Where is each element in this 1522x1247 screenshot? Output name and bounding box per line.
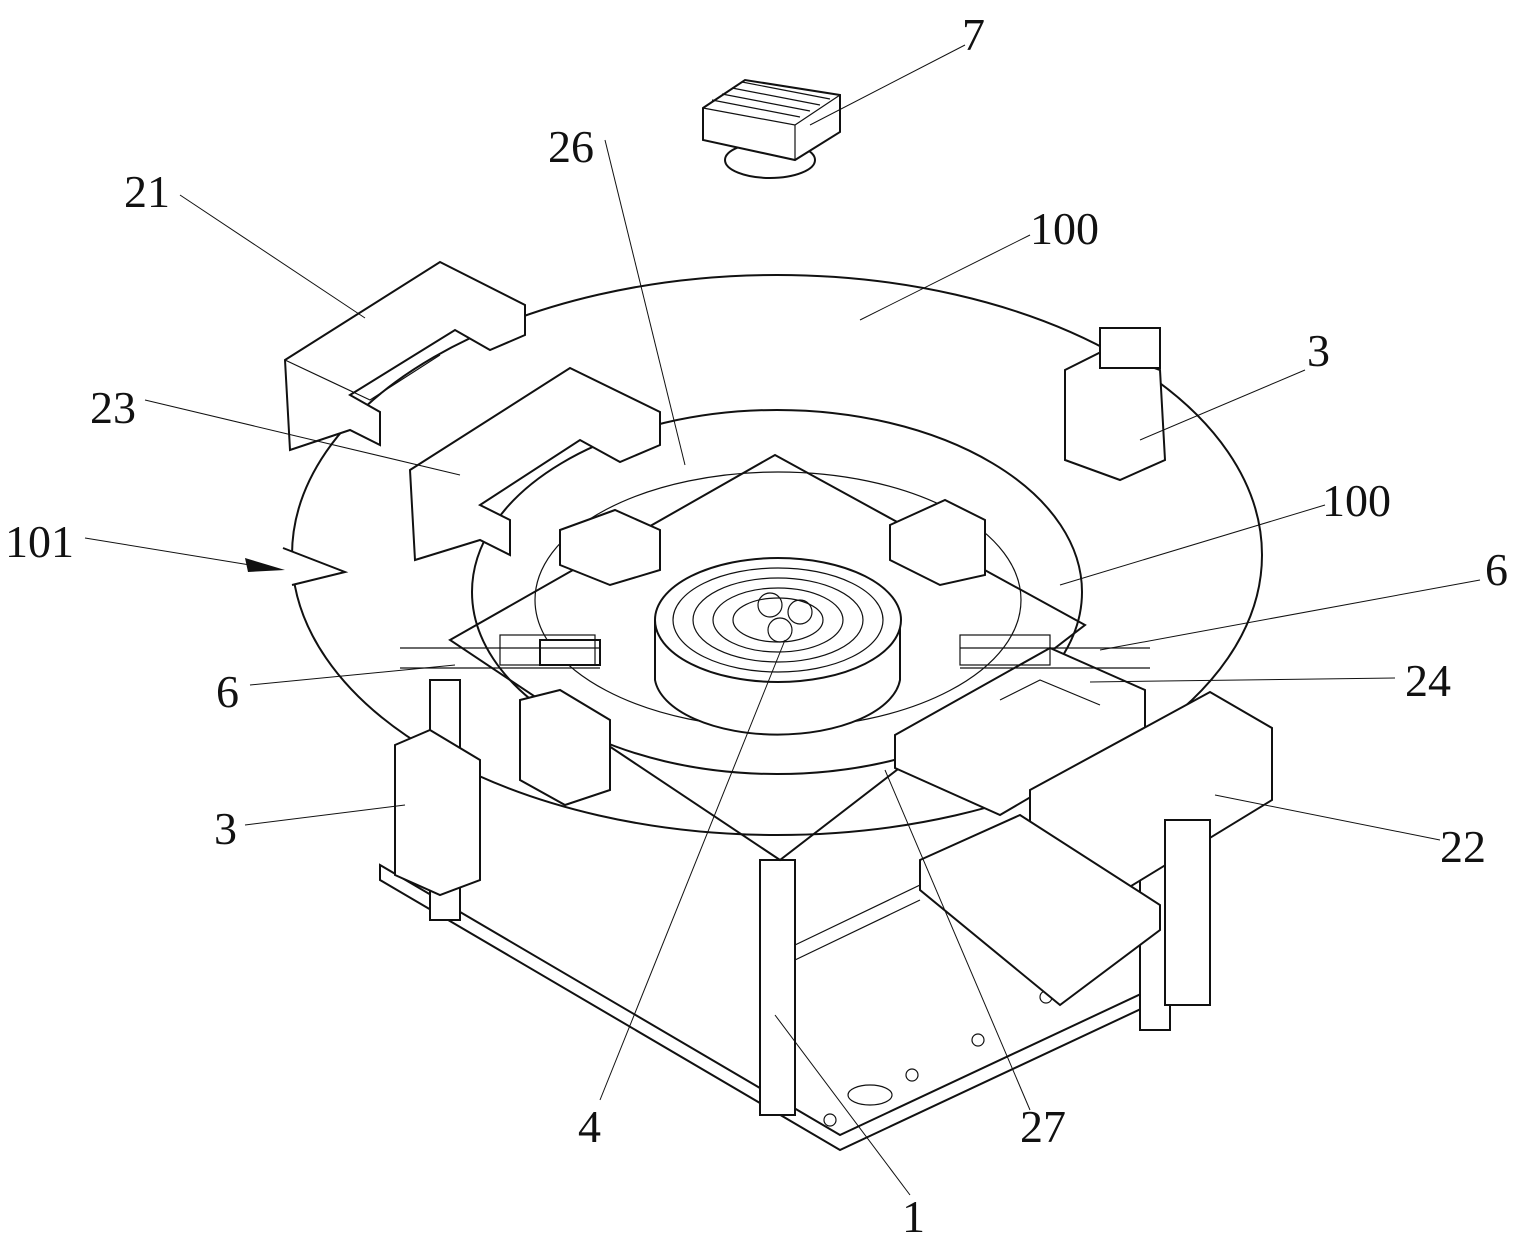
label-24: 24 — [1405, 655, 1451, 706]
label-6-left: 6 — [216, 666, 239, 717]
central-hub — [655, 558, 901, 735]
label-3-right: 3 — [1307, 325, 1330, 376]
block-7 — [703, 80, 840, 178]
label-27: 27 — [1020, 1101, 1066, 1152]
label-100-inner: 100 — [1322, 475, 1391, 526]
label-23: 23 — [90, 382, 136, 433]
label-21: 21 — [124, 166, 170, 217]
label-100-outer: 100 — [1030, 203, 1099, 254]
label-4: 4 — [578, 1101, 601, 1152]
label-26: 26 — [548, 121, 594, 172]
label-101: 101 — [5, 516, 74, 567]
label-1: 1 — [902, 1191, 925, 1242]
label-22: 22 — [1440, 821, 1486, 872]
label-7: 7 — [962, 9, 985, 60]
label-3-left: 3 — [214, 803, 237, 854]
label-6-right: 6 — [1485, 544, 1508, 595]
